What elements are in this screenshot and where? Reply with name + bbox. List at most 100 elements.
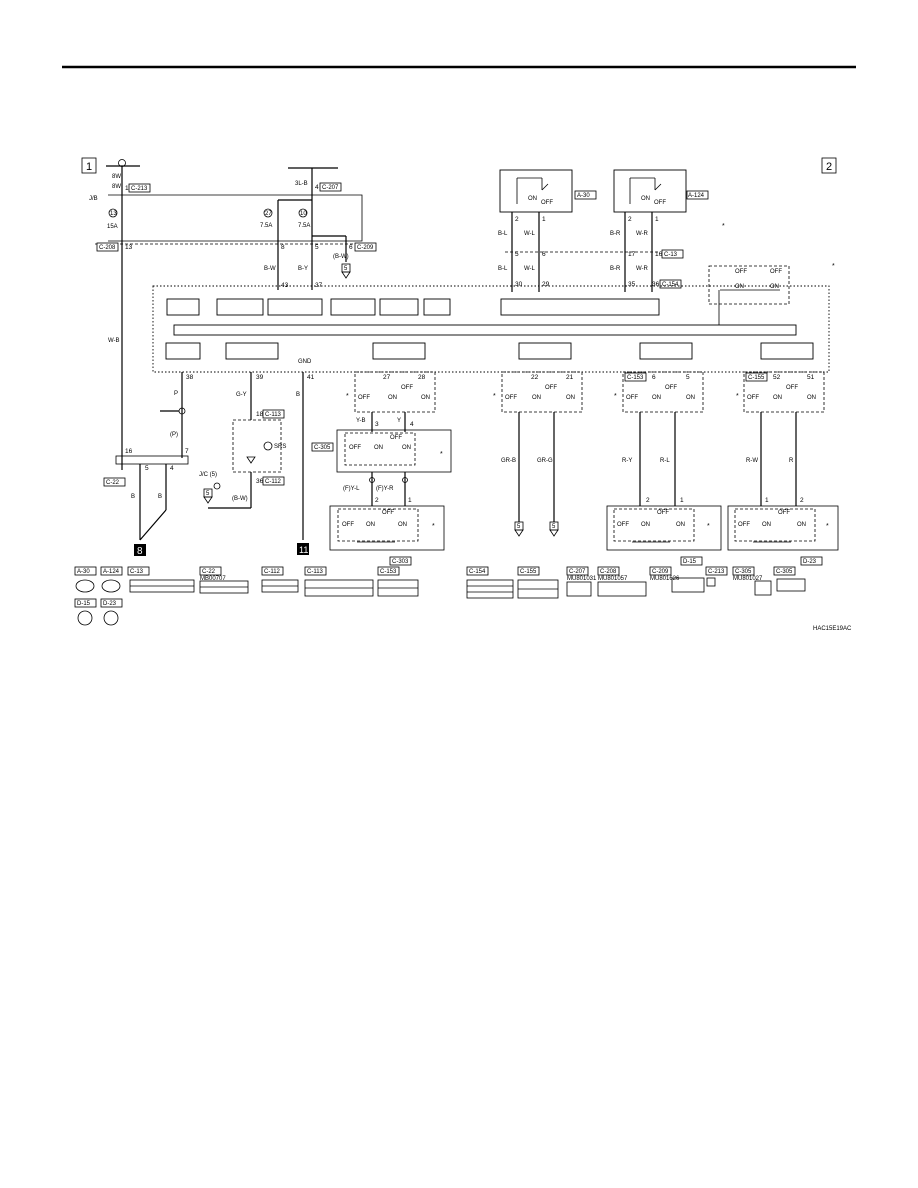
conn-c208 — [96, 242, 119, 252]
svg-text:C-153: C-153 — [627, 375, 644, 381]
svg-text:5: 5 — [315, 244, 319, 251]
svg-text:C-13: C-13 — [664, 252, 678, 258]
svg-text:C-22: C-22 — [202, 569, 216, 575]
svg-text:B: B — [131, 494, 135, 500]
jb-label: J/B — [89, 196, 98, 202]
svg-text:B: B — [158, 494, 162, 500]
svg-text:OFF: OFF — [738, 522, 750, 528]
svg-text:(P): (P) — [170, 432, 178, 438]
control-unit-outline — [152, 285, 830, 373]
page-mark-left-box — [81, 157, 97, 174]
svg-text:ON: ON — [398, 522, 407, 528]
svg-text:OFF: OFF — [545, 385, 557, 391]
svg-text:OFF: OFF — [390, 435, 402, 441]
svg-text:W-R: W-R — [636, 266, 649, 272]
svg-text:*: * — [432, 523, 435, 530]
svg-text:11: 11 — [299, 545, 308, 555]
svg-text:C-213: C-213 — [708, 569, 725, 575]
ground-11-mark — [297, 543, 309, 555]
svg-text:ON: ON — [566, 395, 575, 401]
svg-text:39: 39 — [256, 374, 264, 381]
switch-a30 — [499, 169, 573, 213]
conn-a30 — [574, 190, 597, 200]
svg-text:ON: ON — [641, 522, 650, 528]
svg-text:A-30: A-30 — [577, 193, 590, 199]
svg-text:C-213: C-213 — [131, 186, 148, 192]
svg-text:36: 36 — [256, 478, 264, 485]
svg-text:GR-G: GR-G — [537, 458, 553, 464]
svg-text:ON: ON — [366, 522, 375, 528]
connector-thumbnails — [75, 577, 806, 626]
svg-text:28: 28 — [418, 374, 426, 381]
svg-text:3L-B: 3L-B — [295, 181, 308, 187]
svg-text:5: 5 — [344, 266, 348, 272]
svg-text:29: 29 — [542, 281, 550, 288]
svg-text:A-30: A-30 — [77, 569, 90, 575]
svg-text:(F)Y-L: (F)Y-L — [343, 486, 360, 492]
svg-text:B: B — [296, 392, 300, 398]
connector-c22-bar — [115, 455, 189, 465]
svg-text:27: 27 — [383, 374, 391, 381]
svg-text:MU801626: MU801626 — [650, 576, 680, 582]
svg-text:J/C (5): J/C (5) — [199, 472, 217, 478]
svg-text:C-305: C-305 — [314, 445, 331, 451]
switch-c153 — [622, 371, 704, 413]
svg-text:OFF: OFF — [401, 385, 413, 391]
wire-8w-a: 8W — [112, 174, 121, 180]
page-mark-left: 1 — [86, 161, 92, 173]
svg-text:OFF: OFF — [778, 510, 790, 516]
svg-text:30: 30 — [515, 281, 523, 288]
svg-text:ON: ON — [402, 445, 411, 451]
svg-text:C-155: C-155 — [520, 569, 537, 575]
svg-text:C-112: C-112 — [264, 569, 281, 575]
svg-text:W-L: W-L — [524, 266, 536, 272]
svg-text:R-Y: R-Y — [622, 458, 632, 464]
svg-text:OFF: OFF — [342, 522, 354, 528]
svg-text:C-22: C-22 — [106, 480, 120, 486]
conn-c22 — [103, 477, 126, 487]
figure-code: HAC15E19AC — [813, 626, 852, 632]
svg-text:B-Y: B-Y — [298, 266, 308, 272]
svg-text:W-B: W-B — [108, 338, 120, 344]
connector-legend: A-30 A-124 C-13 C-22 MB00707 C-112 C-113… — [74, 556, 823, 608]
d15-unit — [606, 505, 722, 551]
svg-text:52: 52 — [773, 374, 781, 381]
svg-text:A-124: A-124 — [688, 193, 705, 199]
svg-text:*: * — [493, 393, 496, 400]
svg-text:C-154: C-154 — [662, 282, 679, 288]
svg-text:6: 6 — [349, 244, 353, 251]
svg-text:C-155: C-155 — [748, 375, 765, 381]
svg-text:5: 5 — [145, 465, 149, 472]
svg-text:C-113: C-113 — [265, 412, 282, 418]
svg-text:*: * — [346, 393, 349, 400]
wire-8w-b: 8W — [112, 184, 121, 190]
svg-text:35: 35 — [628, 281, 636, 288]
svg-text:ON: ON — [735, 284, 744, 290]
svg-text:41: 41 — [307, 374, 315, 381]
ground-8-mark — [134, 544, 146, 556]
conn-c13 — [661, 249, 684, 259]
svg-text:OFF: OFF — [665, 385, 677, 391]
svg-text:13: 13 — [125, 244, 133, 251]
conn-c305 — [311, 442, 334, 452]
pin-1-top: 1 — [125, 185, 129, 192]
switch-22-21 — [501, 371, 583, 413]
svg-text:2: 2 — [375, 497, 379, 504]
svg-text:7.5A: 7.5A — [298, 223, 310, 229]
svg-text:ON: ON — [686, 395, 695, 401]
conn-c213-top — [128, 183, 151, 193]
svg-text:B-W: B-W — [264, 266, 276, 272]
svg-text:(F)Y-R: (F)Y-R — [376, 486, 394, 492]
svg-text:5: 5 — [517, 524, 521, 530]
svg-text:51: 51 — [807, 374, 815, 381]
svg-text:GND: GND — [298, 359, 312, 365]
svg-text:43: 43 — [281, 282, 289, 289]
svg-text:4: 4 — [315, 184, 319, 191]
svg-text:ON: ON — [797, 522, 806, 528]
svg-text:*: * — [826, 523, 829, 530]
svg-text:D-23: D-23 — [803, 559, 817, 565]
svg-text:OFF: OFF — [617, 522, 629, 528]
svg-text:8: 8 — [137, 546, 143, 557]
svg-text:ON: ON — [676, 522, 685, 528]
